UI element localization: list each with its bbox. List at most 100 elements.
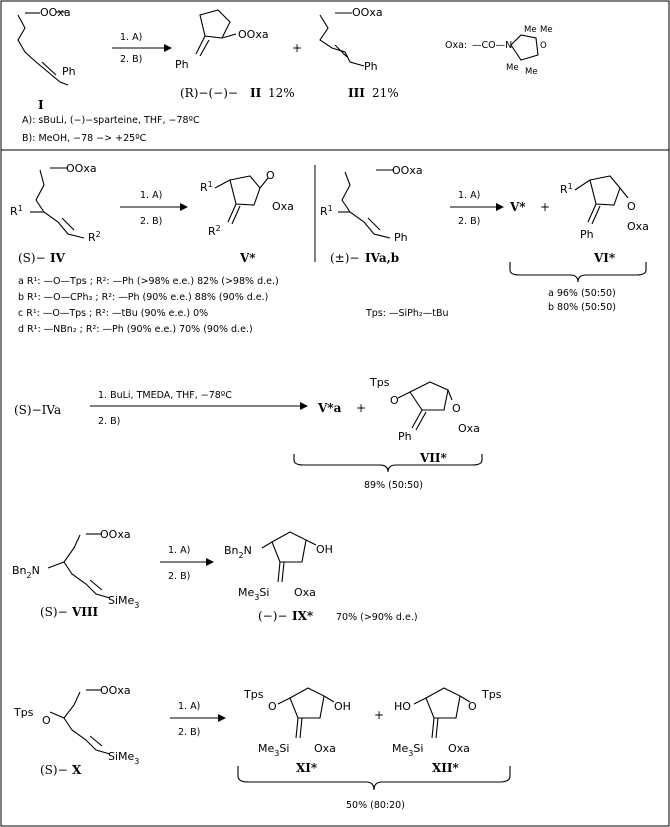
oxa-def-group: —CO—N xyxy=(472,40,512,51)
arrow-step1: 1. A) 2. B) xyxy=(112,32,172,65)
label-Ph: Ph xyxy=(394,231,408,244)
table-row-a: a R¹: —O—Tps ; R²: —Ph (>98% e.e.) 82% (… xyxy=(18,276,279,287)
label-R2: R2 xyxy=(208,224,221,238)
label-Ph: Ph xyxy=(580,228,594,241)
label-Bn2N: Bn2N xyxy=(224,544,252,560)
prefix-IVab: (±)− xyxy=(330,251,359,265)
compound-label-I: I xyxy=(38,98,44,112)
label-O: O xyxy=(266,169,275,182)
arrow-step6: 1. A) 2. B) xyxy=(170,701,226,738)
label-R1: R1 xyxy=(320,204,333,218)
compound-XII: HO O Tps Me3Si Oxa XII* xyxy=(392,687,502,775)
label-Tps: Tps xyxy=(369,376,390,389)
label-Oxa: Oxa xyxy=(314,742,336,755)
condition-B: B): MeOH, −78 −> +25ºC xyxy=(22,133,147,144)
table-row-d: d R¹: —NBn₂ ; R²: —Ph (90% e.e.) 70% (90… xyxy=(18,324,253,335)
compound-VIII: OOxa Bn2N SiMe3 (S)− VIII xyxy=(12,528,139,619)
step-label-1A: 1. A) xyxy=(120,32,142,43)
label-R2: R2 xyxy=(88,230,101,244)
plus-sign: + xyxy=(356,401,366,415)
label-Me3Si: Me3Si xyxy=(258,742,289,758)
condition-A: A): sBuLi, (−)−sparteine, THF, −78ºC xyxy=(22,115,200,126)
compound-label-VII: VII* xyxy=(419,451,448,465)
label-Me: Me xyxy=(506,63,519,73)
compound-II: Ph OOxa (R)−(−)− II 12% xyxy=(175,9,295,100)
compound-label-III: III xyxy=(348,86,365,100)
prefix-X: (S)− xyxy=(40,763,68,777)
label-R1: R1 xyxy=(560,182,573,196)
label-Oxa: Oxa xyxy=(627,220,649,233)
brace-VII xyxy=(293,454,483,473)
label-OOxa: OOxa xyxy=(100,684,131,697)
label-OOxa: OOxa xyxy=(40,6,71,19)
label-Ph: Ph xyxy=(364,60,378,73)
condition-step1: 1. BuLi, TMEDA, THF, −78ºC xyxy=(98,390,232,401)
label-O: O xyxy=(390,394,399,407)
compound-label-VIII: VIII xyxy=(71,605,99,619)
label-Tps: Tps xyxy=(243,688,264,701)
prefix-IX: (−)− xyxy=(258,609,287,623)
arrow-step5: 1. A) 2. B) xyxy=(160,545,214,582)
tps-definition: Tps: —SiPh₂—tBu xyxy=(365,308,449,319)
compound-label-IV: IV xyxy=(50,251,66,265)
compound-label-IVab: IVa,b xyxy=(365,251,399,265)
compound-VI: R1 O Oxa Ph VI* xyxy=(560,175,649,265)
yield-XI-XII: 50% (80:20) xyxy=(346,800,405,811)
product-Va: V*a xyxy=(317,401,342,415)
label-Me: Me xyxy=(525,67,538,77)
prefix-IV: (S)− xyxy=(18,251,46,265)
compound-label-IX: IX* xyxy=(292,609,314,623)
yield-VI-a: a 96% (50:50) xyxy=(548,288,616,299)
label-OOxa: OOxa xyxy=(352,6,383,19)
arrow-step4: 1. BuLi, TMEDA, THF, −78ºC 2. B) xyxy=(90,390,308,427)
label-Ph: Ph xyxy=(398,430,412,443)
compound-X: OOxa Tps O SiMe3 (S)− X xyxy=(13,684,139,777)
step-label-1A: 1. A) xyxy=(140,190,162,201)
step-label-1A: 1. A) xyxy=(458,190,480,201)
label-O: O xyxy=(42,714,51,727)
compound-label-II: II xyxy=(250,86,262,100)
compound-IVab: OOxa R1 Ph (±)− IVa,b xyxy=(320,164,423,265)
step-label-2B: 2. B) xyxy=(178,727,200,738)
yield-III: 21% xyxy=(372,86,399,100)
compound-label-XII: XII* xyxy=(432,761,460,775)
compound-IV: OOxa R1 R2 (S)− IV xyxy=(10,162,101,265)
brace-VI xyxy=(509,262,647,283)
oxa-def-label: Oxa: xyxy=(445,40,467,51)
label-O: O xyxy=(540,41,547,51)
table-row-c: c R¹: —O—Tps ; R²: —tBu (90% e.e.) 0% xyxy=(18,308,208,319)
label-Ph: Ph xyxy=(62,65,76,78)
label-Me: Me xyxy=(540,25,553,35)
compound-XI: Tps O OH Me3Si Oxa XI* xyxy=(243,687,351,775)
label-OH: OH xyxy=(316,543,333,556)
label-OH: OH xyxy=(334,700,351,713)
label-O: O xyxy=(627,200,636,213)
compound-VII: Tps O O Oxa Ph VII* xyxy=(369,376,480,465)
label-OOxa: OOxa xyxy=(392,164,423,177)
label-Me3Si: Me3Si xyxy=(392,742,423,758)
label-Oxa: Oxa xyxy=(294,586,316,599)
label-Oxa: Oxa xyxy=(272,200,294,213)
step-label-1A: 1. A) xyxy=(178,701,200,712)
label-Bn2N: Bn2N xyxy=(12,564,40,580)
label-OOxa: OOxa xyxy=(66,162,97,175)
arrow-step3: 1. A) 2. B) xyxy=(450,190,504,227)
label-R1: R1 xyxy=(200,180,213,194)
compound-label-X: X xyxy=(72,763,82,777)
compound-label-XI: XI* xyxy=(296,761,318,775)
table-row-b: b R¹: —O—CPh₃ ; R²: —Ph (90% e.e.) 88% (… xyxy=(18,292,268,303)
label-SiMe3: SiMe3 xyxy=(108,594,139,610)
label-O: O xyxy=(468,700,477,713)
label-Oxa: Oxa xyxy=(448,742,470,755)
label-OOxa: OOxa xyxy=(238,28,269,41)
yield-IX: 70% (>90% d.e.) xyxy=(336,612,418,623)
label-SiMe3: SiMe3 xyxy=(108,750,139,766)
label-HO: HO xyxy=(394,700,411,713)
prefix-II: (R)−(−)− xyxy=(180,86,238,100)
step-label-2B: 2. B) xyxy=(458,216,480,227)
compound-label-VI: VI* xyxy=(593,251,616,265)
prefix-VIII: (S)− xyxy=(40,605,68,619)
plus-sign: + xyxy=(374,708,384,722)
